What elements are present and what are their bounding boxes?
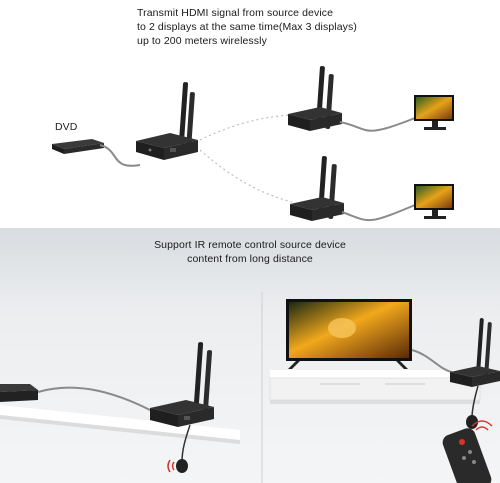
- ir-receiver-icon: [167, 459, 188, 473]
- tv-icon: [286, 299, 412, 369]
- transmitter-icon: [150, 342, 214, 427]
- ir-caption: Support IR remote control source device …: [0, 238, 500, 266]
- tv-cabinet: [269, 370, 481, 404]
- ir-receiver-icon: [466, 415, 478, 429]
- cable: [99, 144, 141, 167]
- cable: [411, 349, 453, 373]
- monitor-icon: [414, 184, 454, 219]
- transmit-caption-line-3: up to 200 meters wirelessly: [137, 35, 267, 47]
- monitor-icon: [414, 95, 454, 130]
- ir-caption-line-2: content from long distance: [187, 253, 313, 265]
- transmit-caption-line-2: to 2 displays at the same time(Max 3 dis…: [137, 21, 357, 33]
- cable: [37, 386, 151, 411]
- receiver-icon: [450, 318, 500, 387]
- dvd-player-icon: [52, 139, 104, 154]
- wireless-link-1: [199, 114, 291, 141]
- receiver-icon: [290, 156, 344, 221]
- cable: [341, 204, 416, 222]
- dvd-label: DVD: [55, 121, 78, 133]
- room-wall: [0, 228, 500, 483]
- transmitter-icon: [136, 82, 198, 160]
- dvd-player-icon: [0, 384, 38, 402]
- remote-control-icon: [442, 420, 493, 483]
- transmit-caption-line-1: Transmit HDMI signal from source device: [137, 7, 334, 19]
- receiver-icon: [288, 66, 342, 131]
- transmit-caption: Transmit HDMI signal from source device …: [137, 6, 357, 48]
- cable: [339, 117, 416, 132]
- shelf: [0, 405, 240, 444]
- wireless-link-2: [199, 149, 293, 203]
- ir-caption-line-1: Support IR remote control source device: [154, 239, 346, 251]
